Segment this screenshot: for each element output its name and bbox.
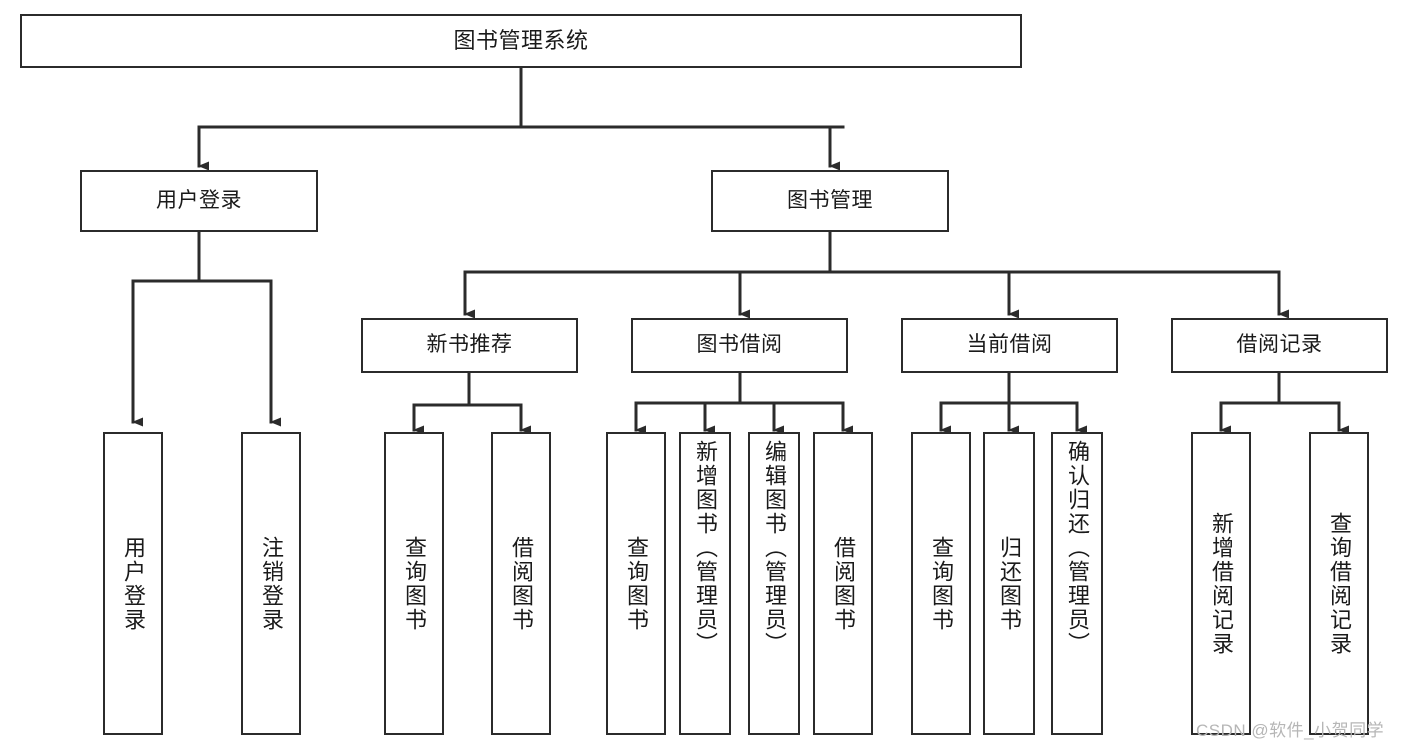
node-borrowing-record[interactable]: 借阅记录: [1171, 318, 1388, 373]
node-label: 注销登录: [259, 535, 284, 632]
node-label: 用户登录: [121, 535, 146, 632]
node-label: 归还图书: [997, 535, 1022, 632]
node-label: 查询图书: [402, 535, 427, 632]
leaf-query-book-borrow[interactable]: 查询图书: [606, 432, 666, 735]
node-label: 当前借阅: [966, 333, 1053, 357]
node-book-management[interactable]: 图书管理: [711, 170, 949, 232]
node-root-book-management-system[interactable]: 图书管理系统: [20, 14, 1022, 68]
node-current-borrowing[interactable]: 当前借阅: [901, 318, 1118, 373]
node-label: 新书推荐: [426, 333, 513, 357]
leaf-logout[interactable]: 注销登录: [241, 432, 301, 735]
leaf-query-book-recommend[interactable]: 查询图书: [384, 432, 444, 735]
node-user-login[interactable]: 用户登录: [80, 170, 318, 232]
node-book-borrowing[interactable]: 图书借阅: [631, 318, 848, 373]
node-label: 查询借阅记录: [1327, 511, 1352, 656]
node-label: 查询图书: [929, 535, 954, 632]
leaf-return-book[interactable]: 归还图书: [983, 432, 1035, 735]
leaf-user-login[interactable]: 用户登录: [103, 432, 163, 735]
node-label: 查询图书: [624, 535, 649, 632]
node-new-book-recommendation[interactable]: 新书推荐: [361, 318, 578, 373]
node-label: 确认归还（管理员）: [1065, 440, 1090, 656]
leaf-borrow-book-recommend[interactable]: 借阅图书: [491, 432, 551, 735]
node-label: 借阅记录: [1236, 333, 1323, 357]
node-label: 编辑图书（管理员）: [762, 440, 787, 656]
node-label: 图书管理系统: [453, 28, 589, 54]
node-label: 用户登录: [156, 188, 242, 212]
node-label: 借阅图书: [509, 535, 534, 632]
leaf-query-borrow-record[interactable]: 查询借阅记录: [1309, 432, 1369, 735]
node-label: 新增借阅记录: [1209, 511, 1234, 656]
leaf-edit-book-admin[interactable]: 编辑图书（管理员）: [748, 432, 800, 735]
leaf-add-borrow-record[interactable]: 新增借阅记录: [1191, 432, 1251, 735]
leaf-query-book-current[interactable]: 查询图书: [911, 432, 971, 735]
leaf-add-book-admin[interactable]: 新增图书（管理员）: [679, 432, 731, 735]
node-label: 借阅图书: [831, 535, 856, 632]
node-label: 图书管理: [787, 188, 873, 212]
leaf-confirm-return-admin[interactable]: 确认归还（管理员）: [1051, 432, 1103, 735]
node-label: 图书借阅: [696, 333, 783, 357]
node-label: 新增图书（管理员）: [693, 440, 718, 656]
csdn-watermark: CSDN @软件_小贺同学: [1196, 721, 1385, 740]
leaf-borrow-book[interactable]: 借阅图书: [813, 432, 873, 735]
